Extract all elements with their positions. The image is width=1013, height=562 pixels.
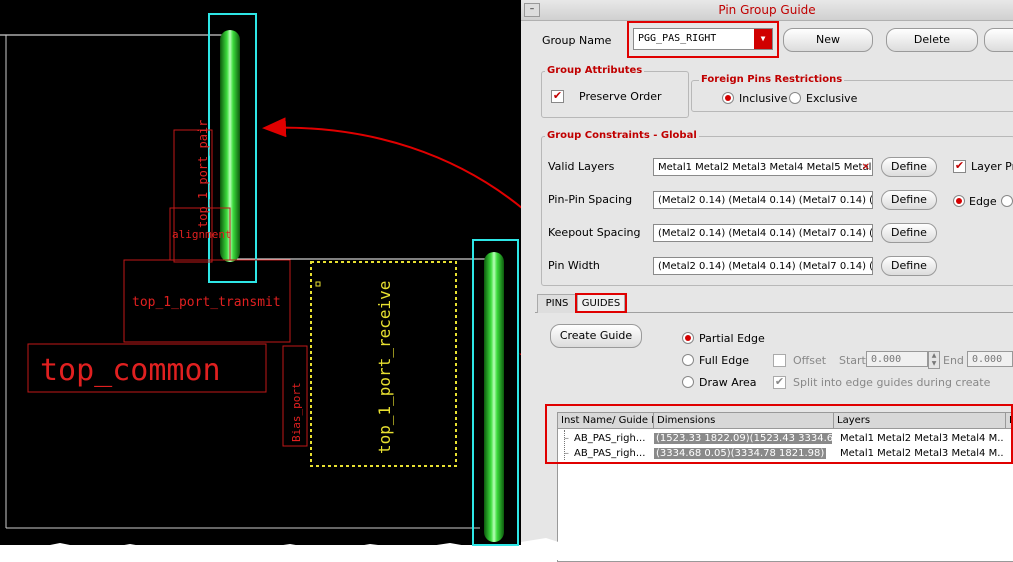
label-bias: Bias_port <box>290 382 303 442</box>
start-label: Start <box>839 354 866 367</box>
tree-branch-icon: – <box>564 448 569 459</box>
valid-layers-field[interactable]: Metal1 Metal2 Metal3 Metal4 Metal5 Metal… <box>653 158 873 176</box>
group-name-value: PGG_PAS_RIGHT <box>638 33 717 44</box>
foreign-pins-title: Foreign Pins Restrictions <box>699 74 845 85</box>
tab-guides-highlight <box>575 293 627 313</box>
draw-area-radio[interactable] <box>682 376 694 388</box>
full-edge-radio[interactable] <box>682 354 694 366</box>
partial-edge-radio[interactable] <box>682 332 694 344</box>
torn-edge-dialog <box>521 535 1013 560</box>
offset-label: Offset <box>793 354 827 367</box>
extra-button[interactable] <box>984 28 1013 52</box>
tree-line <box>564 430 566 460</box>
layer-pri-label: Layer Pri <box>971 160 1013 173</box>
label-alignment: alignment <box>172 228 232 241</box>
foreign-pins-box <box>691 80 1013 112</box>
pin-spacing-define-button[interactable]: Define <box>881 190 937 210</box>
highlight-box-upper <box>208 13 257 283</box>
guides-table: Inst Name/ Guide N Dimensions Layers L –… <box>557 412 1013 562</box>
canvas-background <box>0 0 522 545</box>
edge-label: Edge <box>969 195 997 208</box>
preserve-order-checkbox[interactable]: ✔ <box>551 89 564 103</box>
start-spinner-icon[interactable]: ▲▼ <box>928 351 940 369</box>
guide-bar-upper[interactable] <box>220 30 240 262</box>
preserve-order-label: Preserve Order <box>579 90 662 103</box>
inclusive-label: Inclusive <box>739 92 788 105</box>
exclusive-radio[interactable] <box>789 92 801 104</box>
table-row[interactable]: – AB_PAS_righ... (3334.68 0.05)(3334.78 … <box>558 446 1013 461</box>
label-port-pair: top_1_port_pair <box>196 120 210 228</box>
group-name-label: Group Name <box>542 34 612 47</box>
end-label: End <box>943 354 964 367</box>
row-name: AB_PAS_righ... <box>574 448 646 459</box>
end-input[interactable]: 0.000 <box>967 351 1013 367</box>
group-name-highlight <box>627 21 779 58</box>
exclusive-label: Exclusive <box>806 92 858 105</box>
window-menu-icon[interactable]: – <box>524 3 540 17</box>
dialog-title: Pin Group Guide <box>718 3 816 17</box>
port-pair-outline <box>173 129 213 263</box>
transmit-outline <box>123 259 291 343</box>
row-layers: Metal1 Metal2 Metal3 Metal4 M... <box>840 433 1004 444</box>
partial-edge-label: Partial Edge <box>699 332 765 345</box>
highlight-box-lower <box>472 239 519 546</box>
new-button[interactable]: New <box>783 28 873 52</box>
table-row[interactable]: – AB_PAS_righ... (1523.33 1822.09)(1523.… <box>558 431 1013 446</box>
tab-pins[interactable]: PINS <box>537 294 577 313</box>
pin-spacing-label: Pin-Pin Spacing <box>548 193 633 206</box>
split-label: Split into edge guides during create <box>793 376 991 389</box>
bias-outline <box>282 345 308 447</box>
keepout-define-button[interactable]: Define <box>881 223 937 243</box>
receive-origin-marker <box>315 281 321 287</box>
split-checkbox[interactable]: ✔ <box>773 375 786 389</box>
delete-button[interactable]: Delete <box>886 28 978 52</box>
column-header-dimensions[interactable]: Dimensions <box>654 413 834 429</box>
tree-branch-icon: – <box>564 433 569 444</box>
receive-outline <box>310 261 457 467</box>
keepout-field[interactable]: (Metal2 0.14) (Metal4 0.14) (Metal7 0.14… <box>653 224 873 242</box>
draw-area-label: Draw Area <box>699 376 757 389</box>
tab-divider <box>535 312 1013 313</box>
pin-width-define-button[interactable]: Define <box>881 256 937 276</box>
guide-bar-lower[interactable] <box>484 252 504 542</box>
column-header-inst-name[interactable]: Inst Name/ Guide N <box>558 413 654 429</box>
group-constraints-title: Group Constraints - Global <box>545 130 699 141</box>
edge-radio[interactable] <box>953 195 965 207</box>
group-attributes-title: Group Attributes <box>545 65 645 76</box>
torn-edge <box>0 543 522 560</box>
group-constraints-box <box>541 136 1013 286</box>
column-header-layers[interactable]: Layers <box>834 413 1006 429</box>
pin-group-guide-dialog: – Pin Group Guide Group Name PGG_PAS_RIG… <box>521 0 1013 562</box>
pin-width-label: Pin Width <box>548 259 600 272</box>
common-outline <box>27 343 267 393</box>
edge-alt-radio[interactable] <box>1001 195 1013 207</box>
row-name: AB_PAS_righ... <box>574 433 646 444</box>
inclusive-radio[interactable] <box>722 92 734 104</box>
dropdown-arrow-icon[interactable]: ▼ <box>754 29 772 49</box>
dialog-titlebar: – Pin Group Guide <box>521 0 1013 21</box>
label-transmit: top_1_port_transmit <box>132 295 281 310</box>
start-input[interactable]: 0.000 <box>866 351 928 367</box>
row-dimensions: (3334.68 0.05)(3334.78 1821.98) <box>654 448 827 459</box>
layer-pri-checkbox[interactable]: ✔ <box>953 159 966 173</box>
full-edge-label: Full Edge <box>699 354 749 367</box>
valid-layers-value: Metal1 Metal2 Metal3 Metal4 Metal5 Metal… <box>658 162 873 173</box>
label-common: top_common <box>40 353 221 388</box>
valid-layers-define-button[interactable]: Define <box>881 157 937 177</box>
row-dimensions: (1523.33 1822.09)(1523.43 3334.68) <box>654 433 832 444</box>
offset-checkbox[interactable] <box>773 354 786 367</box>
pin-width-field[interactable]: (Metal2 0.14) (Metal4 0.14) (Metal7 0.14… <box>653 257 873 275</box>
row-layers: Metal1 Metal2 Metal3 Metal4 M... <box>840 448 1004 459</box>
keepout-label: Keepout Spacing <box>548 226 641 239</box>
valid-layers-label: Valid Layers <box>548 160 615 173</box>
table-highlight <box>545 404 1013 464</box>
create-guide-button[interactable]: Create Guide <box>550 324 642 348</box>
pin-spacing-field[interactable]: (Metal2 0.14) (Metal4 0.14) (Metal7 0.14… <box>653 191 873 209</box>
label-receive: top_1_port_receive <box>375 281 394 454</box>
group-name-select[interactable]: PGG_PAS_RIGHT ▼ <box>633 28 773 50</box>
clear-x-icon[interactable]: ✕ <box>861 162 870 173</box>
